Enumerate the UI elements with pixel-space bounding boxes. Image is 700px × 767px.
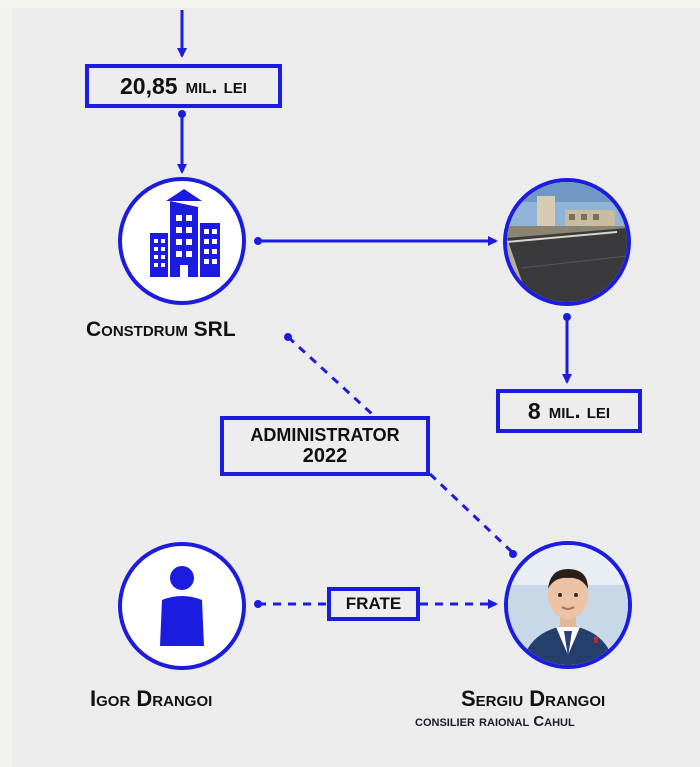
brother-relation-box: FRATE <box>327 587 420 621</box>
dashed-admin-to-sergiu <box>428 472 514 554</box>
office-building-icon <box>150 189 220 277</box>
administrator-year: 2022 <box>302 445 348 467</box>
person-silhouette-icon <box>160 566 204 646</box>
amount-top-unit: mil. lei <box>185 73 247 98</box>
amount-top-value: 20,85 <box>120 72 178 99</box>
brother-label: FRATE <box>345 594 402 613</box>
dashed-company-to-admin <box>286 335 374 416</box>
dashed-endpoint <box>509 550 517 558</box>
company-name: Constdrum SRL <box>86 318 236 341</box>
administrator-label: ADMINISTRATOR <box>250 425 400 445</box>
sergiu-circle <box>504 541 632 669</box>
amount-box-top: 20,85 mil. lei <box>85 64 282 108</box>
company-circle <box>118 177 246 305</box>
amount-right-unit: mil. lei <box>548 398 611 423</box>
top-frame-strip <box>0 0 700 8</box>
portrait-photo <box>508 545 628 665</box>
amount-box-right: 8 mil. lei <box>496 389 642 433</box>
road-construction-photo <box>507 182 627 302</box>
igor-circle <box>118 542 246 670</box>
amount-right-value: 8 <box>527 397 541 424</box>
sergiu-name: Sergiu Drangoi <box>461 686 606 711</box>
sergiu-role: consilier raional Cahul <box>415 713 575 730</box>
road-photo-circle <box>503 178 631 306</box>
igor-name: Igor Drangoi <box>90 686 213 711</box>
administrator-relation-box: ADMINISTRATOR 2022 <box>220 416 430 476</box>
